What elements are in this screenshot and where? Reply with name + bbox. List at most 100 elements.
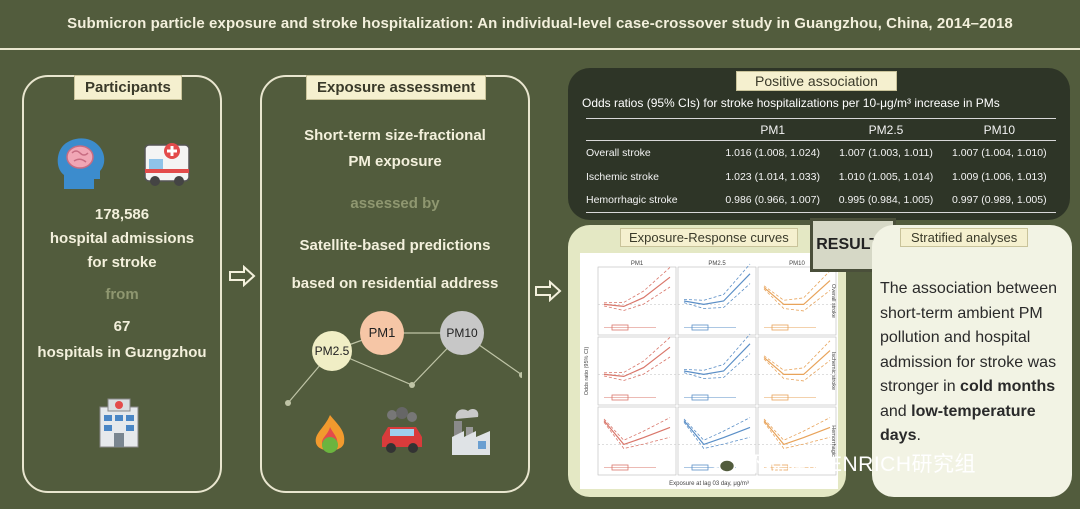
plot-cell bbox=[757, 406, 837, 476]
arrow-right-icon bbox=[229, 265, 256, 287]
curve-line bbox=[603, 267, 671, 304]
stratified-text-c: . bbox=[916, 427, 921, 444]
pm25-node-label: PM2.5 bbox=[315, 344, 350, 358]
cell-value: 1.023 (1.014, 1.033) bbox=[725, 170, 820, 183]
curve-line bbox=[763, 350, 831, 375]
table-row: Overall stroke 1.016 (1.008, 1.024) 1.00… bbox=[586, 141, 1056, 165]
stratified-panel: Stratified analyses The association betw… bbox=[872, 225, 1072, 497]
curve-line bbox=[763, 420, 831, 446]
pm10-node-label: PM10 bbox=[446, 326, 478, 340]
association-tag: Positive association bbox=[736, 71, 897, 91]
curve-line bbox=[763, 421, 831, 449]
panel-column-label: PM10 bbox=[789, 261, 805, 267]
row-label: Hemorrhagic stroke bbox=[586, 188, 716, 213]
curve-line bbox=[683, 353, 751, 379]
curve-line bbox=[683, 273, 751, 306]
cell-value: 1.010 (1.005, 1.014) bbox=[838, 170, 934, 183]
row-label: Ischemic stroke bbox=[586, 170, 659, 183]
pm1-node-label: PM1 bbox=[369, 325, 396, 340]
exposure-panel: Exposure assessment Short-term size-frac… bbox=[260, 75, 530, 493]
header-pm25: PM2.5 bbox=[829, 118, 943, 141]
factory-icon bbox=[452, 409, 490, 455]
table-row: Hemorrhagic stroke 0.986 (0.966, 1.007) … bbox=[586, 188, 1056, 213]
curve-line bbox=[603, 421, 671, 449]
table-caption: Odds ratios (95% CIs) for stroke hospita… bbox=[582, 96, 1000, 110]
title-divider bbox=[0, 48, 1080, 50]
curve-line bbox=[603, 276, 671, 308]
plot-cell bbox=[757, 266, 837, 336]
wildfire-icon bbox=[315, 415, 345, 453]
exposure-line-2: PM exposure bbox=[348, 153, 442, 170]
plot-cell bbox=[677, 406, 757, 476]
cell-value: 0.997 (0.989, 1.005) bbox=[942, 188, 1056, 213]
participants-tag: Participants bbox=[74, 75, 182, 100]
header-pm10: PM10 bbox=[942, 118, 1056, 141]
curve-line bbox=[683, 417, 751, 441]
assessed-by-label: assessed by bbox=[350, 195, 440, 212]
exposure-line-4: based on residential address bbox=[291, 275, 499, 292]
curve-line bbox=[603, 337, 671, 374]
curve-line bbox=[683, 333, 751, 371]
curve-line bbox=[763, 417, 831, 441]
exposure-response-tag: Exposure-Response curves bbox=[620, 228, 798, 247]
header-blank bbox=[586, 118, 716, 141]
curve-line bbox=[763, 280, 831, 305]
curve-line bbox=[763, 288, 831, 312]
curve-line bbox=[603, 286, 671, 311]
curve-line bbox=[683, 283, 751, 309]
hospital-label: hospitals in Guzngzhou bbox=[37, 344, 207, 361]
stratified-text: The association between short-term ambie… bbox=[880, 277, 1068, 449]
admissions-count: 178,586 bbox=[94, 206, 150, 223]
stratified-text-a: The association between short-term ambie… bbox=[880, 280, 1057, 395]
panel-column-label: PM1 bbox=[631, 261, 644, 267]
car-exhaust-icon bbox=[382, 407, 422, 453]
cell-value: 1.007 (1.003, 1.011) bbox=[839, 146, 933, 159]
watermark: 环境健康ENRICH研究组 bbox=[710, 448, 977, 478]
table-row: Ischemic stroke 1.023 (1.014, 1.033) 1.0… bbox=[586, 165, 1056, 189]
panel-column-label: PM2.5 bbox=[708, 261, 726, 267]
header-pm1: PM1 bbox=[716, 118, 830, 141]
curve-line bbox=[683, 420, 751, 446]
stratified-tag: Stratified analyses bbox=[900, 228, 1029, 247]
ambulance-icon bbox=[144, 143, 190, 186]
title-bar: Submicron particle exposure and stroke h… bbox=[0, 0, 1080, 46]
from-label: from bbox=[105, 286, 139, 303]
cell-value: 0.995 (0.984, 1.005) bbox=[829, 188, 943, 213]
hospital-building-icon bbox=[99, 398, 139, 448]
panel-row-label: Ischemic stroke bbox=[830, 352, 836, 390]
curve-line bbox=[603, 417, 671, 441]
curve-line bbox=[603, 420, 671, 446]
wechat-icon bbox=[710, 452, 736, 473]
curve-line bbox=[603, 356, 671, 381]
cell-value: 0.986 (0.966, 1.007) bbox=[716, 188, 830, 213]
stratified-bold-b: low-temperature days bbox=[880, 402, 1036, 445]
panel-row-label: Hemorrhagic bbox=[830, 425, 836, 457]
stratified-text-b: and bbox=[880, 402, 912, 420]
curve-line bbox=[683, 343, 751, 376]
plot-cell bbox=[677, 336, 757, 406]
cell-value: 1.007 (1.004, 1.010) bbox=[952, 146, 1047, 159]
curve-line bbox=[763, 270, 831, 301]
participants-panel: Participants 178,586 hospital admissions… bbox=[22, 75, 222, 493]
admissions-label-1: hospital admissions bbox=[49, 230, 195, 247]
curve-line bbox=[683, 263, 751, 301]
x-axis-label: Exposure at lag 03 day, μg/m³ bbox=[669, 481, 749, 487]
association-panel: Positive association Odds ratios (95% CI… bbox=[568, 68, 1070, 220]
exposure-tag: Exposure assessment bbox=[306, 75, 487, 100]
exposure-line-1: Short-term size-fractional bbox=[304, 127, 486, 144]
table-header-row: PM1 PM2.5 PM10 bbox=[586, 118, 1056, 141]
plot-cell bbox=[677, 266, 757, 336]
cell-value: 1.016 (1.008, 1.024) bbox=[725, 146, 820, 159]
results-label: RESULTS bbox=[816, 236, 890, 253]
plot-cell bbox=[757, 336, 837, 406]
pm-network-diagram: PM1 PM2.5 PM10 bbox=[285, 311, 522, 406]
hospital-count: 67 bbox=[113, 318, 131, 335]
plot-cell bbox=[597, 406, 677, 476]
watermark-text: 环境健康ENRICH研究组 bbox=[742, 453, 977, 476]
cell-value: 1.009 (1.006, 1.013) bbox=[952, 170, 1047, 183]
panel-row-label: Overall stroke bbox=[830, 284, 836, 318]
curve-line bbox=[763, 340, 831, 371]
curve-line bbox=[603, 346, 671, 378]
